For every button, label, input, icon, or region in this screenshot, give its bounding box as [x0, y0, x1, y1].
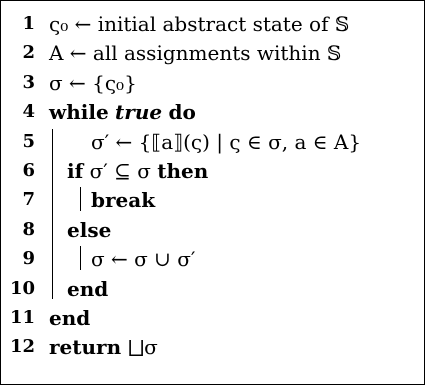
while-condition: true	[115, 100, 163, 125]
end-keyword: end	[49, 306, 91, 330]
line-number: 1	[22, 13, 35, 34]
if-body-rule	[80, 187, 81, 211]
line-number: 12	[9, 336, 35, 358]
do-keyword: do	[168, 100, 196, 125]
line-number: 6	[22, 160, 35, 181]
line-code: A ← all assignments within 𝕊	[49, 41, 342, 66]
if-statement: if σ′ ⊆ σ then	[67, 154, 208, 188]
line-number: 8	[22, 218, 35, 240]
line-number: 7	[22, 189, 35, 211]
return-expression: ⨆σ	[128, 335, 158, 360]
line-number: 2	[22, 42, 35, 64]
line-number: 10	[9, 277, 35, 299]
return-keyword: return	[49, 335, 129, 360]
end-keyword: end	[67, 276, 109, 301]
line-code: σ ← σ ∪ σ′	[91, 247, 196, 272]
line-code: ς₀ ← initial abstract state of 𝕊	[49, 12, 350, 36]
if-condition: σ′ ⊆ σ	[89, 159, 151, 183]
if-keyword: if	[67, 159, 84, 183]
line-code: σ′ ← {⟦a⟧(ς) | ς ∈ σ, a ∈ A}	[91, 129, 362, 154]
line-number: 3	[22, 71, 35, 93]
while-keyword: while	[49, 100, 109, 125]
line-number: 9	[22, 248, 35, 270]
line-number: 4	[22, 101, 35, 123]
while-body-rule	[52, 128, 53, 299]
else-keyword: else	[67, 217, 112, 242]
then-keyword: then	[157, 159, 209, 183]
while-statement: while true do	[49, 95, 196, 129]
line-number: 11	[9, 307, 35, 328]
else-body-rule	[80, 246, 81, 270]
return-statement: return ⨆σ	[49, 330, 158, 364]
break-keyword: break	[91, 188, 156, 213]
line-code: σ ← {ς₀}	[49, 70, 137, 95]
line-number: 5	[22, 130, 35, 152]
